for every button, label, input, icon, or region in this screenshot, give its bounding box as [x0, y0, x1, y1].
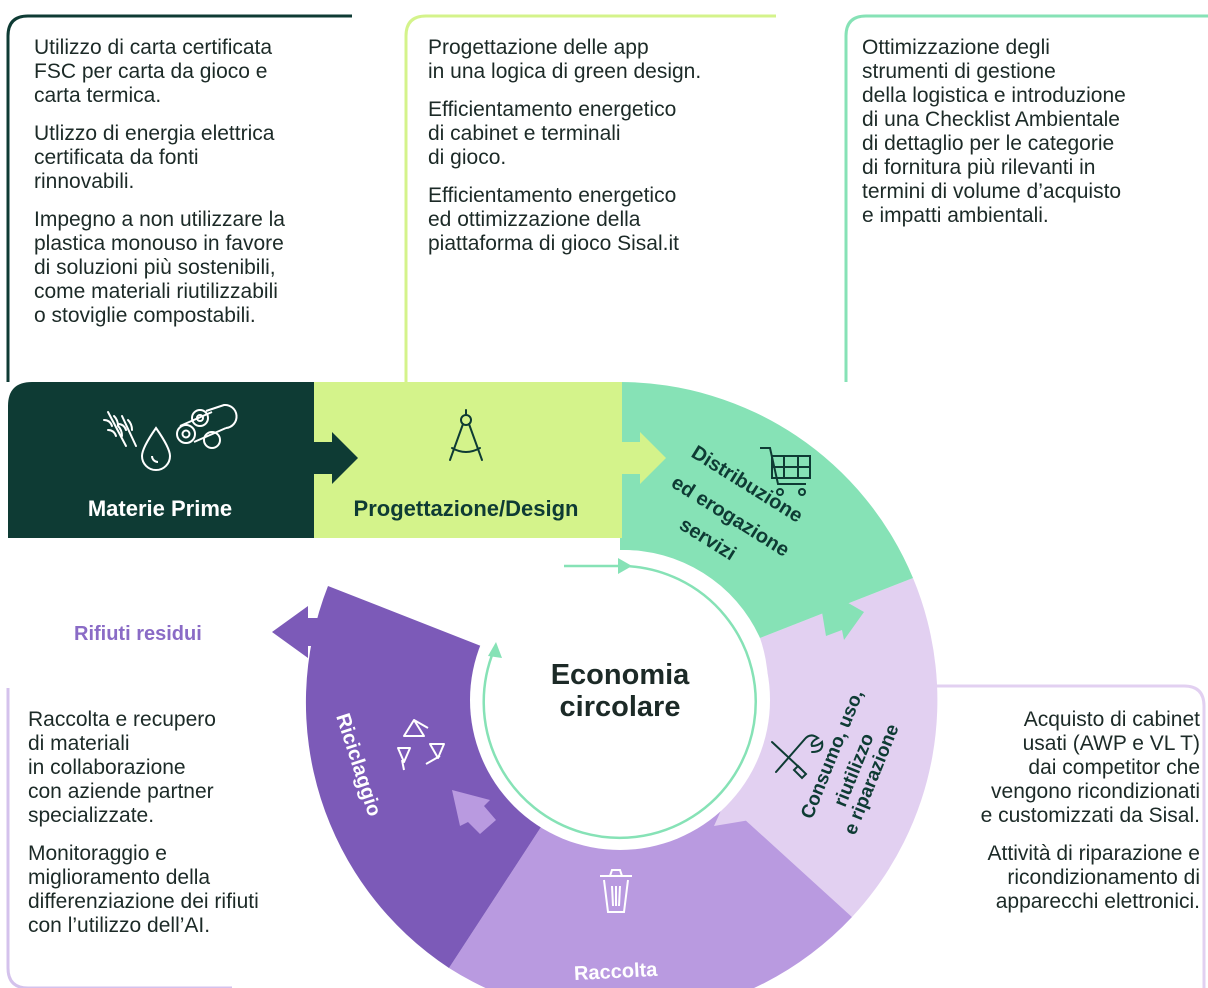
panel-riciclaggio: Raccolta e recupero di materiali in coll…	[28, 708, 348, 952]
distribuzione-text-1: Ottimizzazione degli strumenti di gestio…	[862, 36, 1126, 227]
compass-icon	[449, 409, 483, 461]
materie-text-2: Utlizzo di energia elettrica certificata…	[34, 122, 275, 193]
consumo-text-2: Attività di riparazione e ricondizioname…	[987, 842, 1200, 913]
logs-icon	[176, 403, 238, 449]
segment-riciclaggio	[305, 586, 541, 968]
materie-text-1: Utilizzo di carta certificata FSC per ca…	[34, 36, 273, 107]
arrow-distribuzione-to-consumo	[822, 596, 864, 640]
progettazione-text-3: Efficientamento energetico ed ottimizzaz…	[428, 184, 679, 255]
segment-raccolta	[449, 797, 852, 988]
center-circle	[470, 550, 770, 850]
panel-materie-border	[6, 14, 352, 382]
trash-icon	[600, 869, 632, 913]
raccolta-label: Raccolta	[573, 959, 658, 985]
tools-icon	[771, 734, 824, 780]
materie-label: Materie Prime	[88, 496, 232, 521]
panel-distribuzione-border	[844, 14, 1208, 382]
progettazione-text-1: Progettazione delle app in una logica di…	[428, 36, 702, 83]
inner-arrow-head-left	[488, 642, 502, 658]
progettazione-label: Progettazione/Design	[354, 496, 579, 521]
segment-progettazione	[312, 382, 622, 538]
panel-consumo: Acquisto di cabinet usati (AWP e VL T) d…	[900, 708, 1200, 928]
panel-distribuzione: Ottimizzazione degli strumenti di gestio…	[862, 36, 1202, 242]
wheat-icon	[103, 411, 137, 447]
center-label-line2: circolare	[560, 691, 681, 723]
panel-progettazione-border	[404, 14, 776, 382]
segment-consumo	[720, 578, 938, 917]
panel-consumo-border	[928, 684, 1206, 988]
inner-arrow-head-top	[618, 558, 632, 574]
water-drop-icon	[140, 426, 172, 471]
segment-materie	[8, 382, 314, 538]
segment-distribuzione	[620, 382, 913, 638]
center-label-line1: Economia	[551, 659, 690, 691]
inner-arc	[482, 564, 757, 840]
panel-riciclaggio-border	[6, 688, 232, 988]
panel-progettazione: Progettazione delle app in una logica di…	[428, 36, 808, 270]
riciclaggio-text-2: Monitoraggio e miglioramento della diffe…	[28, 842, 259, 937]
arrow-materie-to-progettazione	[312, 432, 358, 484]
materie-text-3: Impegno a non utilizzare la plastica mon…	[34, 208, 285, 327]
progettazione-text-2: Efficientamento energetico di cabinet e …	[428, 98, 677, 169]
recycle-icon	[397, 719, 445, 771]
consumo-text-1: Acquisto di cabinet usati (AWP e VL T) d…	[980, 708, 1200, 827]
arrow-progettazione-to-distribuzione	[620, 432, 666, 484]
panel-materie-prime: Utilizzo di carta certificata FSC per ca…	[34, 36, 364, 342]
cart-icon	[760, 447, 811, 496]
riciclaggio-text-1: Raccolta e recupero di materiali in coll…	[28, 708, 216, 827]
arrow-consumo-to-raccolta	[714, 778, 760, 826]
rifiuti-residui-label: Rifiuti residui	[74, 623, 202, 645]
arrow-raccolta-to-riciclaggio	[452, 790, 496, 834]
arrow-rifiuti-residui	[272, 606, 326, 658]
